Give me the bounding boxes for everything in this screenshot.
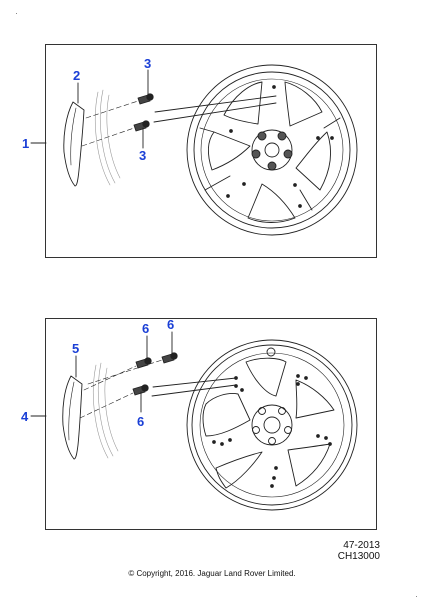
screw-1-top-drawing [137, 93, 154, 105]
wheel-pointer [153, 102, 277, 123]
callout-6-c: 6 [137, 414, 145, 429]
callout-6-b: 6 [167, 317, 175, 332]
mudflap-1-drawing [63, 101, 85, 187]
callout-1: 1 [22, 136, 30, 151]
diagram-panel-2 [45, 318, 377, 530]
reference-code: 47-2013 [343, 540, 380, 551]
wheel-arch-outline-2 [93, 362, 119, 459]
callout-4: 4 [21, 409, 29, 424]
wheel-pointer [152, 377, 237, 388]
mudflap-2-drawing [62, 375, 83, 460]
callout-2: 2 [73, 68, 81, 83]
diagram-panel-1 [45, 44, 377, 258]
screw-1-bottom-drawing [133, 120, 150, 132]
fixing-line [83, 365, 137, 391]
callout-5: 5 [72, 341, 80, 356]
fixing-line [85, 100, 139, 119]
corner-mark [416, 596, 417, 597]
callout-6-a: 6 [142, 321, 150, 336]
fixing-line [79, 392, 134, 419]
fixing-line [81, 127, 135, 147]
wheel-arch-outline-1 [95, 89, 121, 186]
screw-2-c-drawing [132, 384, 149, 396]
screw-2-a-drawing [135, 357, 152, 369]
fixing-line [87, 359, 163, 385]
wheel-pointer [154, 95, 277, 113]
copyright-notice: © Copyright, 2016. Jaguar Land Rover Lim… [128, 569, 296, 578]
part-number: CH13000 [337, 551, 380, 562]
screw-2-b-drawing [161, 352, 178, 364]
callout-3-top: 3 [144, 56, 152, 71]
wheel-1-drawing [186, 64, 358, 236]
corner-mark [16, 13, 17, 14]
callout-3-bottom: 3 [139, 148, 147, 163]
wheel-2-drawing [186, 339, 358, 511]
